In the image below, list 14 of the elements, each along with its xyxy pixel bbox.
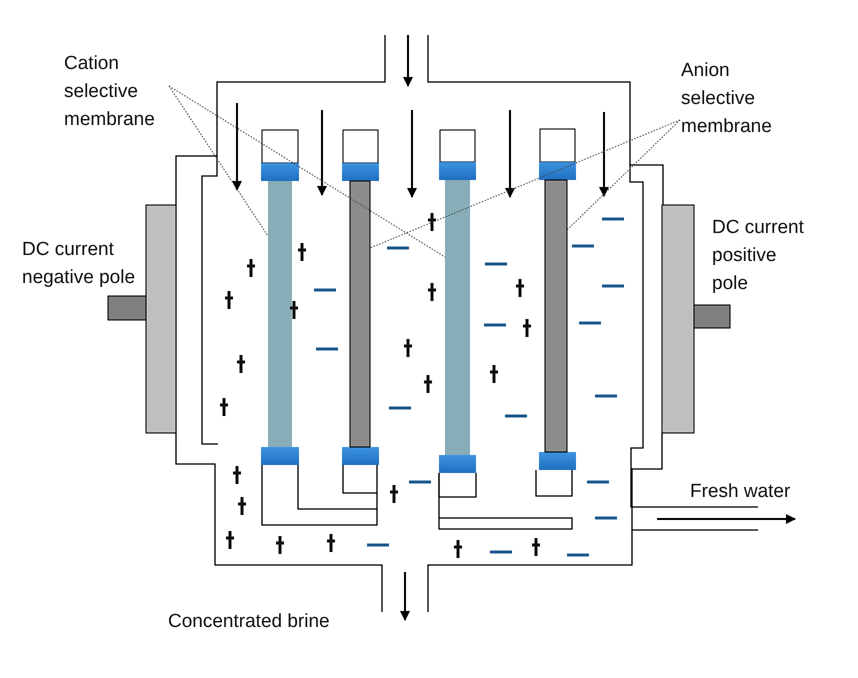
callout-label: Anion selective membrane <box>681 57 791 141</box>
anion-membrane-bar <box>350 180 370 448</box>
anion-membrane-bar <box>544 180 568 452</box>
cation-membrane-bar <box>445 180 470 455</box>
leader-line <box>168 86 446 258</box>
cation-membrane-bar <box>268 181 292 447</box>
text-label: DC current positive pole <box>712 216 805 296</box>
callout-label: Cation selective membrane <box>64 50 174 134</box>
leader-line <box>566 120 680 230</box>
leader-line <box>168 86 268 236</box>
leader-line <box>370 120 680 248</box>
text-label: Fresh water <box>690 480 792 504</box>
text-label: Concentrated brine <box>168 610 331 634</box>
text-label: DC current negative pole <box>22 238 136 290</box>
